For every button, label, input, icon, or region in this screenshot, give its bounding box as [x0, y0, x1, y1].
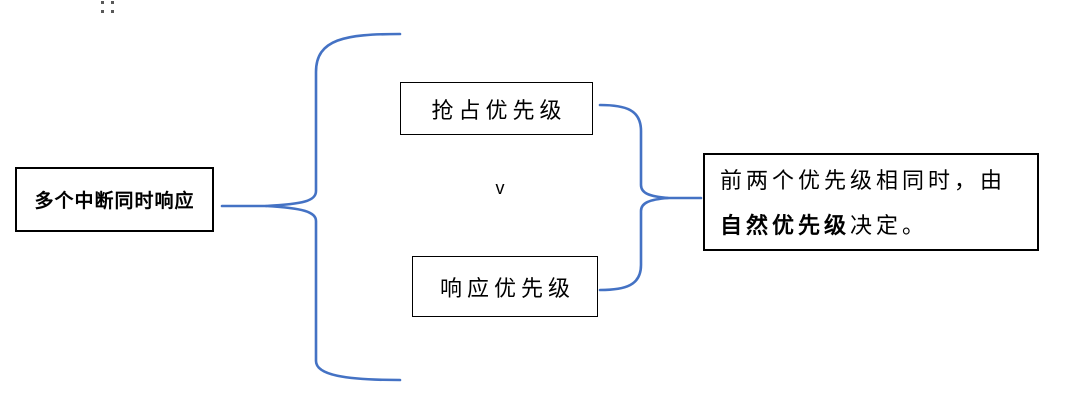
result-line1: 前两个优先级相同时，由: [720, 168, 1007, 193]
preemption-priority-box[interactable]: 抢占优先级: [400, 82, 593, 135]
response-priority-box[interactable]: 响应优先级: [412, 256, 598, 317]
natural-priority-result-box[interactable]: 前两个优先级相同时，由 自然优先级决定。: [703, 153, 1039, 251]
result-line2-bold: 自然优先级: [720, 213, 851, 238]
drag-dot: [111, 10, 114, 13]
multi-interrupt-label: 多个中断同时响应: [34, 191, 195, 212]
response-priority-label: 响应优先级: [439, 275, 575, 301]
drag-dot: [111, 1, 114, 4]
preemption-priority-label: 抢占优先级: [431, 97, 567, 123]
result-line2-rest: 决定。: [850, 213, 929, 238]
comparator-symbol: v: [495, 178, 505, 198]
right-curly-brace[interactable]: [598, 103, 670, 292]
multi-interrupt-box[interactable]: 多个中断同时响应: [15, 167, 214, 232]
drag-dot: [101, 1, 104, 4]
drag-dot: [101, 10, 104, 13]
left-curly-brace[interactable]: [264, 32, 402, 382]
drag-handle-icon[interactable]: [101, 1, 117, 16]
